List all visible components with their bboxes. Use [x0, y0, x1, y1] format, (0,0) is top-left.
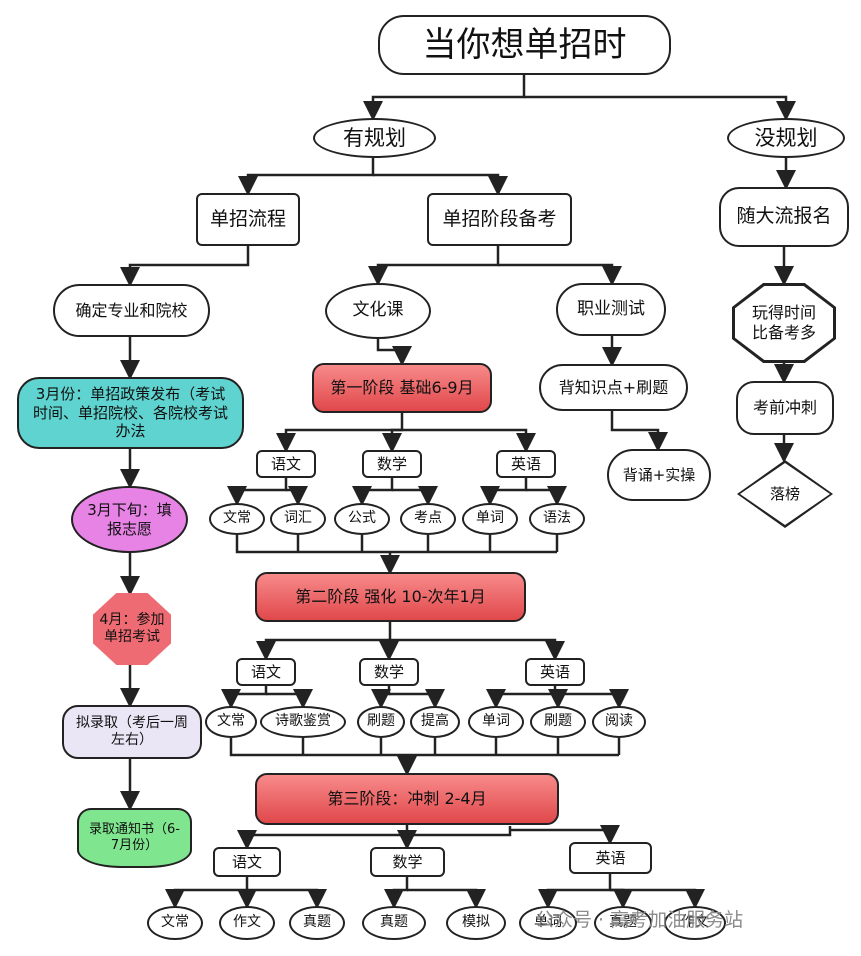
arrow-stage1-chinese: [276, 413, 404, 453]
arrow-s1-english-a: [480, 478, 528, 506]
merge-stage2: [229, 738, 619, 757]
vocational-test: 职业测试: [556, 283, 666, 336]
process-step-notice: 录取通知书（6-7月份）: [77, 808, 192, 868]
stage1-english-item: 语法: [529, 503, 585, 535]
stage2-math-item: 刷题: [357, 706, 405, 738]
arrow-process-major: [120, 246, 250, 287]
stage3-label: 第三阶段：冲刺 2-4月: [255, 773, 559, 825]
stage1-math-item: 考点: [400, 503, 456, 535]
unplanned-step-play-fill: 玩得时间比备考多: [735, 286, 833, 360]
arrow-stage3-english: [510, 825, 620, 845]
arrow-s2-english-b: [548, 689, 568, 709]
chart-title: 当你想单招时: [378, 15, 671, 75]
stage1-label: 第一阶段 基础6-9月: [312, 363, 492, 413]
arrow-s1-math-b: [392, 486, 438, 506]
stage3-chinese-item: 作文: [219, 906, 275, 940]
arrow-s3-math-a: [384, 877, 409, 909]
unplanned-step-register: 随大流报名: [719, 187, 849, 247]
arrow-s1-chinese-a: [227, 478, 288, 506]
stage1-chinese-item: 词汇: [270, 503, 326, 535]
arrow-s2-english-c: [555, 689, 629, 709]
unplanned-step-cram: 考前冲刺: [736, 381, 834, 435]
stage2-english-item: 单词: [468, 706, 524, 738]
stage2-chinese: 语文: [236, 658, 296, 686]
arrow-planned-prep: [373, 173, 508, 196]
stage1-math-item: 公式: [334, 503, 390, 535]
arrow-prep-culture: [368, 246, 500, 286]
arrow-s3-chinese-c: [247, 888, 327, 909]
process-step-apply: 3月下旬：填报志愿: [71, 486, 188, 553]
stage3-math: 数学: [370, 847, 445, 877]
stage1-chinese-item: 文常: [209, 503, 265, 535]
unplanned-step-play: 玩得时间比备考多: [732, 283, 836, 363]
arrow-stage2-chinese: [256, 622, 392, 661]
arrow-culture-stage1: [376, 339, 412, 366]
arrow-stage1-math: [382, 428, 402, 453]
arrow-s1-math-a: [352, 478, 394, 506]
arrow-s1-chinese-b: [286, 486, 308, 506]
arrow-study-practice: [610, 411, 668, 452]
process-step-admit: 拟录取（考后一周左右）: [62, 705, 202, 759]
stage3-english-item: 真题: [594, 906, 652, 940]
stage3-english-item: 作文: [664, 906, 726, 940]
stage1-english-item: 单词: [462, 503, 518, 535]
stage3-math-item: 真题: [362, 906, 426, 940]
watermark: 公众号 · 高考加油服务站: [535, 909, 744, 931]
stage2-english: 英语: [525, 658, 585, 686]
arrow-s2-chinese-b: [266, 689, 313, 709]
arrow-stage2-english: [390, 638, 565, 661]
process-step-major: 确定专业和院校: [53, 284, 210, 337]
arrow-s3-english-b: [610, 888, 633, 909]
vocational-step-study: 背知识点+刷题: [539, 364, 688, 411]
stage2-chinese-item: 文常: [205, 706, 257, 738]
vocational-step-practice: 背诵+实操: [607, 449, 711, 501]
arrow-prep-vocational: [498, 263, 622, 286]
stage2-math-item: 提高: [410, 706, 460, 738]
stage2-chinese-item: 诗歌鉴赏: [260, 706, 346, 738]
arrow-s1-english-b: [526, 486, 567, 506]
stage2-english-item: 刷题: [530, 706, 586, 738]
arrow-s2-math-b: [389, 689, 445, 709]
stage1-english: 英语: [496, 450, 556, 478]
process-step-policy: 3月份：单招政策发布（考试时间、单招院校、各院校考试办法: [17, 377, 244, 449]
process-step-exam: 4月：参加单招考试: [93, 593, 171, 665]
stage2-math: 数学: [359, 658, 419, 686]
process-head: 单招流程: [196, 193, 300, 246]
merge-stage1: [235, 535, 557, 554]
stage3-right: [407, 826, 512, 837]
arrow-title-planned: [363, 75, 526, 121]
stage3-english-item: 单词: [519, 906, 577, 940]
prep-head: 单招阶段备考: [427, 193, 572, 246]
arrow-s3-chinese-a: [165, 877, 249, 909]
arrow-s3-english-a: [538, 874, 612, 909]
stage3-chinese-item: 文常: [147, 906, 203, 940]
arrow-s2-english-a: [486, 686, 557, 709]
culture-course: 文化课: [325, 283, 431, 339]
arrow-stage1-english: [402, 428, 536, 453]
arrow-stage3-chinese: [237, 825, 409, 850]
stage3-chinese-item: 真题: [289, 906, 345, 940]
stage1-chinese: 语文: [256, 450, 316, 478]
stage3-math-item: 模拟: [446, 906, 506, 940]
planned-node: 有规划: [313, 118, 436, 158]
arrow-s3-english-c: [610, 888, 705, 909]
unplanned-node: 没规划: [727, 118, 845, 158]
arrow-planned-process: [238, 158, 375, 196]
stage2-label: 第二阶段 强化 10-次年1月: [255, 572, 526, 622]
stage3-english: 英语: [569, 842, 652, 874]
arrow-s3-math-b: [407, 888, 486, 909]
stage3-chinese: 语文: [213, 847, 281, 877]
arrow-s2-math-a: [371, 686, 391, 709]
arrow-title-unplanned: [524, 95, 796, 121]
arrow-s2-chinese-a: [221, 686, 268, 709]
stage2-english-item: 阅读: [592, 706, 646, 738]
arrow-stage2-math: [379, 638, 399, 661]
stage1-math: 数学: [362, 450, 422, 478]
